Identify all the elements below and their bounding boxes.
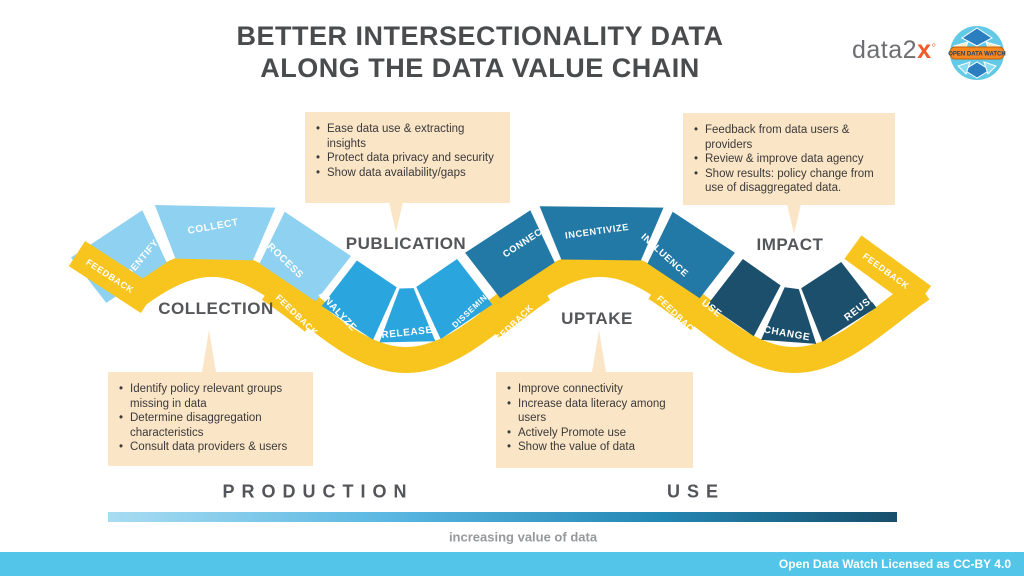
- data2x-logo-text: data2: [852, 36, 918, 64]
- data2x-logo: data2x◦: [852, 36, 937, 65]
- chain-tile-change: [761, 287, 817, 344]
- chain-tile-reuse: [801, 262, 877, 342]
- feedback-tail-right: [844, 235, 932, 310]
- callout-publication: Ease data use & extracting insights Prot…: [305, 112, 510, 203]
- chain-tile-collect: [154, 205, 276, 261]
- list-item: Determine disaggregation characteristics: [116, 411, 305, 440]
- callout-impact-list: Feedback from data users & providers Rev…: [691, 123, 887, 196]
- list-item: Feedback from data users & providers: [691, 123, 887, 152]
- page-title-line1: BETTER INTERSECTIONALITY DATA: [236, 21, 724, 51]
- feedback-tail-left: [68, 241, 158, 313]
- open-data-watch-logo: OPEN DATA WATCH: [948, 26, 1006, 80]
- list-item: Identify policy relevant groups missing …: [116, 382, 305, 411]
- axis-label-production: PRODUCTION: [222, 481, 414, 502]
- callout-impact: Feedback from data users & providers Rev…: [683, 113, 895, 205]
- list-item: Show data availability/gaps: [313, 166, 502, 181]
- license-footer: Open Data Watch Licensed as CC-BY 4.0: [0, 552, 1024, 576]
- callout-uptake-pointer: [592, 330, 606, 372]
- stage-label-publication: PUBLICATION: [345, 234, 467, 253]
- chain-tile-analyze: [321, 260, 397, 340]
- callout-uptake: Improve connectivity Increase data liter…: [496, 372, 693, 468]
- chain-tile-disseminate: [416, 259, 493, 339]
- license-text: Open Data Watch Licensed as CC-BY 4.0: [778, 557, 1011, 571]
- chain-tile-influence: [647, 211, 735, 299]
- value-chain-ribbon: [126, 251, 930, 374]
- list-item: Ease data use & extracting insights: [313, 122, 502, 151]
- callout-uptake-list: Improve connectivity Increase data liter…: [504, 382, 685, 455]
- callout-collection-list: Identify policy relevant groups missing …: [116, 382, 305, 455]
- list-item: Review & improve data agency: [691, 152, 887, 167]
- chain-tile-process: [259, 211, 351, 302]
- list-item: Improve connectivity: [504, 382, 685, 397]
- axis-label-use: USE: [666, 481, 726, 502]
- callout-collection-pointer: [202, 330, 216, 372]
- callout-publication-pointer: [389, 202, 403, 232]
- callout-collection: Identify policy relevant groups missing …: [108, 372, 313, 466]
- gradient-bar-caption: increasing value of data: [448, 529, 598, 545]
- data2x-logo-x: x: [917, 36, 932, 64]
- page-title: BETTER INTERSECTIONALITY DATA ALONG THE …: [150, 20, 810, 85]
- list-item: Protect data privacy and security: [313, 151, 502, 166]
- page-title-line2: ALONG THE DATA VALUE CHAIN: [260, 53, 700, 84]
- list-item: Actively Promote use: [504, 426, 685, 441]
- stage-label-collection: COLLECTION: [158, 299, 274, 318]
- chain-tile-connect: [465, 210, 555, 299]
- chain-tile-use: [707, 259, 781, 337]
- chain-tile-release: [379, 288, 436, 343]
- odw-logo-text: OPEN DATA WATCH: [948, 52, 1005, 58]
- stage-label-impact: IMPACT: [756, 235, 824, 254]
- increasing-value-gradient-bar: [108, 512, 897, 522]
- data2x-logo-ring-icon: ◦: [931, 37, 937, 52]
- callout-impact-pointer: [787, 204, 801, 234]
- list-item: Increase data literacy among users: [504, 397, 685, 426]
- list-item: Show the value of data: [504, 440, 685, 455]
- stage-label-uptake: UPTAKE: [561, 309, 633, 328]
- callout-publication-list: Ease data use & extracting insights Prot…: [313, 122, 502, 180]
- list-item: Show results: policy change from use of …: [691, 167, 887, 196]
- chain-tile-label-release: RELEASE: [381, 325, 433, 341]
- chain-tile-incentivize: [539, 206, 664, 261]
- list-item: Consult data providers & users: [116, 440, 305, 455]
